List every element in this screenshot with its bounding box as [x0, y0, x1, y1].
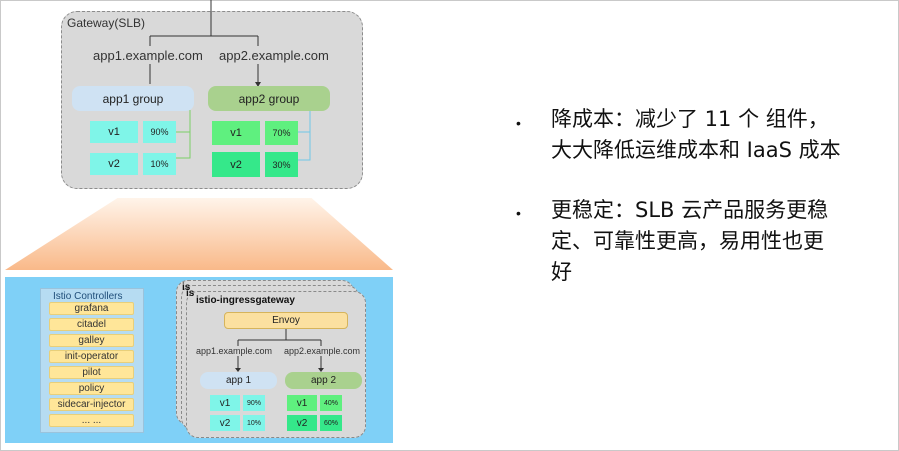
ingress-host1: app1.example.com — [196, 346, 273, 356]
bullet-2-line-3: 好 — [551, 260, 572, 284]
bullet-1-line-2: 大大降低运维成本和 IaaS 成本 — [551, 138, 841, 162]
ingress-connectors — [235, 329, 324, 372]
a2-v1-version: v1 — [287, 395, 317, 411]
stack-label-2: is — [186, 288, 195, 299]
bullet-2: 更稳定：SLB 云产品服务更稳 定、可靠性更高，易用性也更 好 — [551, 195, 828, 288]
a1-v2-weight: 10% — [243, 415, 265, 431]
g2-v2-weight: 30% — [265, 152, 298, 177]
ingress-app1: app 1 — [200, 372, 277, 389]
controller-item: init-operator — [49, 350, 134, 363]
controller-item: citadel — [49, 318, 134, 331]
a2-v2-weight: 60% — [320, 415, 342, 431]
gateway-host1: app1.example.com — [93, 48, 203, 63]
g2-v2-version: v2 — [212, 152, 260, 177]
g2-v1-weight: 70% — [265, 121, 298, 145]
a2-v1-weight: 40% — [320, 395, 342, 411]
controller-item: galley — [49, 334, 134, 347]
a1-v1-version: v1 — [210, 395, 240, 411]
gateway-title: Gateway(SLB) — [67, 16, 146, 30]
ingress-title: istio-ingressgateway — [196, 295, 295, 306]
bullet-2-line-1: 更稳定：SLB 云产品服务更稳 — [551, 198, 829, 222]
bullet-2-line-2: 定、可靠性更高，易用性也更 — [551, 229, 824, 253]
a2-v2-version: v2 — [287, 415, 317, 431]
controller-item: ... ... — [49, 414, 134, 427]
bullet-1: 降成本：减少了 11 个 组件， 大大降低运维成本和 IaaS 成本 — [551, 104, 841, 166]
bullet-1-line-1: 降成本：减少了 11 个 组件， — [551, 107, 829, 131]
stack-label-1: is — [182, 282, 191, 293]
controller-item: pilot — [49, 366, 134, 379]
a1-v2-version: v2 — [210, 415, 240, 431]
controllers-title: Istio Controllers — [53, 291, 123, 302]
envoy-box: Envoy — [224, 312, 348, 329]
bullet-dot-1: • — [516, 115, 521, 131]
gateway-host2: app2.example.com — [219, 48, 329, 63]
controller-item: grafana — [49, 302, 134, 315]
ingress-host2: app2.example.com — [284, 346, 361, 356]
g1-v2-weight: 10% — [143, 153, 176, 175]
g1-v1-version: v1 — [90, 121, 138, 143]
controller-item: sidecar-injector — [49, 398, 134, 411]
g1-v1-weight: 90% — [143, 121, 176, 143]
app2-group: app2 group — [208, 86, 330, 111]
g2-v1-version: v1 — [212, 121, 260, 145]
g1-v2-version: v2 — [90, 153, 138, 175]
gateway-connectors — [149, 0, 311, 161]
controller-item: policy — [49, 382, 134, 395]
app1-group: app1 group — [72, 86, 194, 111]
ingress-app2: app 2 — [285, 372, 362, 389]
bullet-dot-2: • — [516, 205, 521, 221]
a1-v1-weight: 90% — [243, 395, 265, 411]
